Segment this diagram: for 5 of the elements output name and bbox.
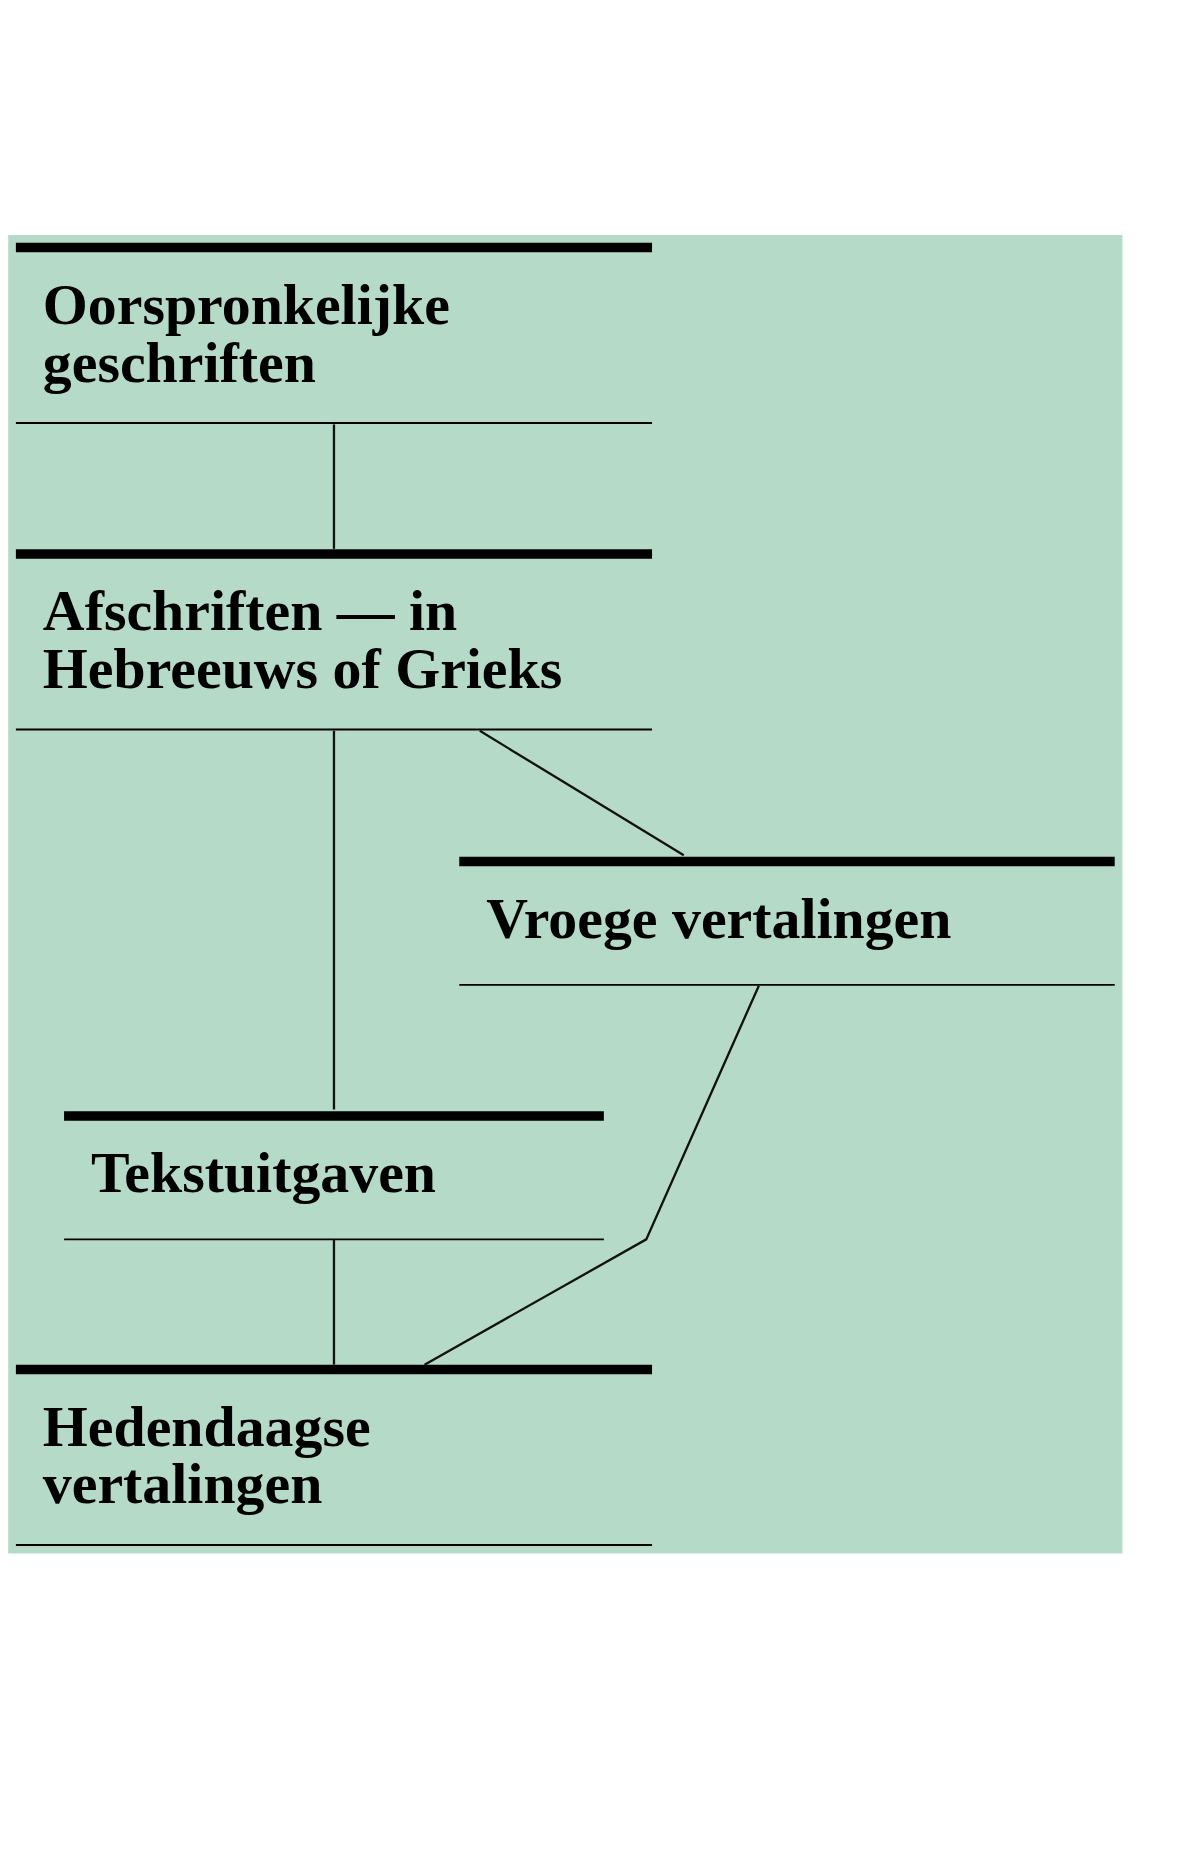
connector	[332, 1239, 336, 1365]
connector	[424, 984, 760, 1366]
connector	[332, 423, 336, 549]
connector	[332, 730, 336, 1110]
connector	[479, 729, 685, 856]
